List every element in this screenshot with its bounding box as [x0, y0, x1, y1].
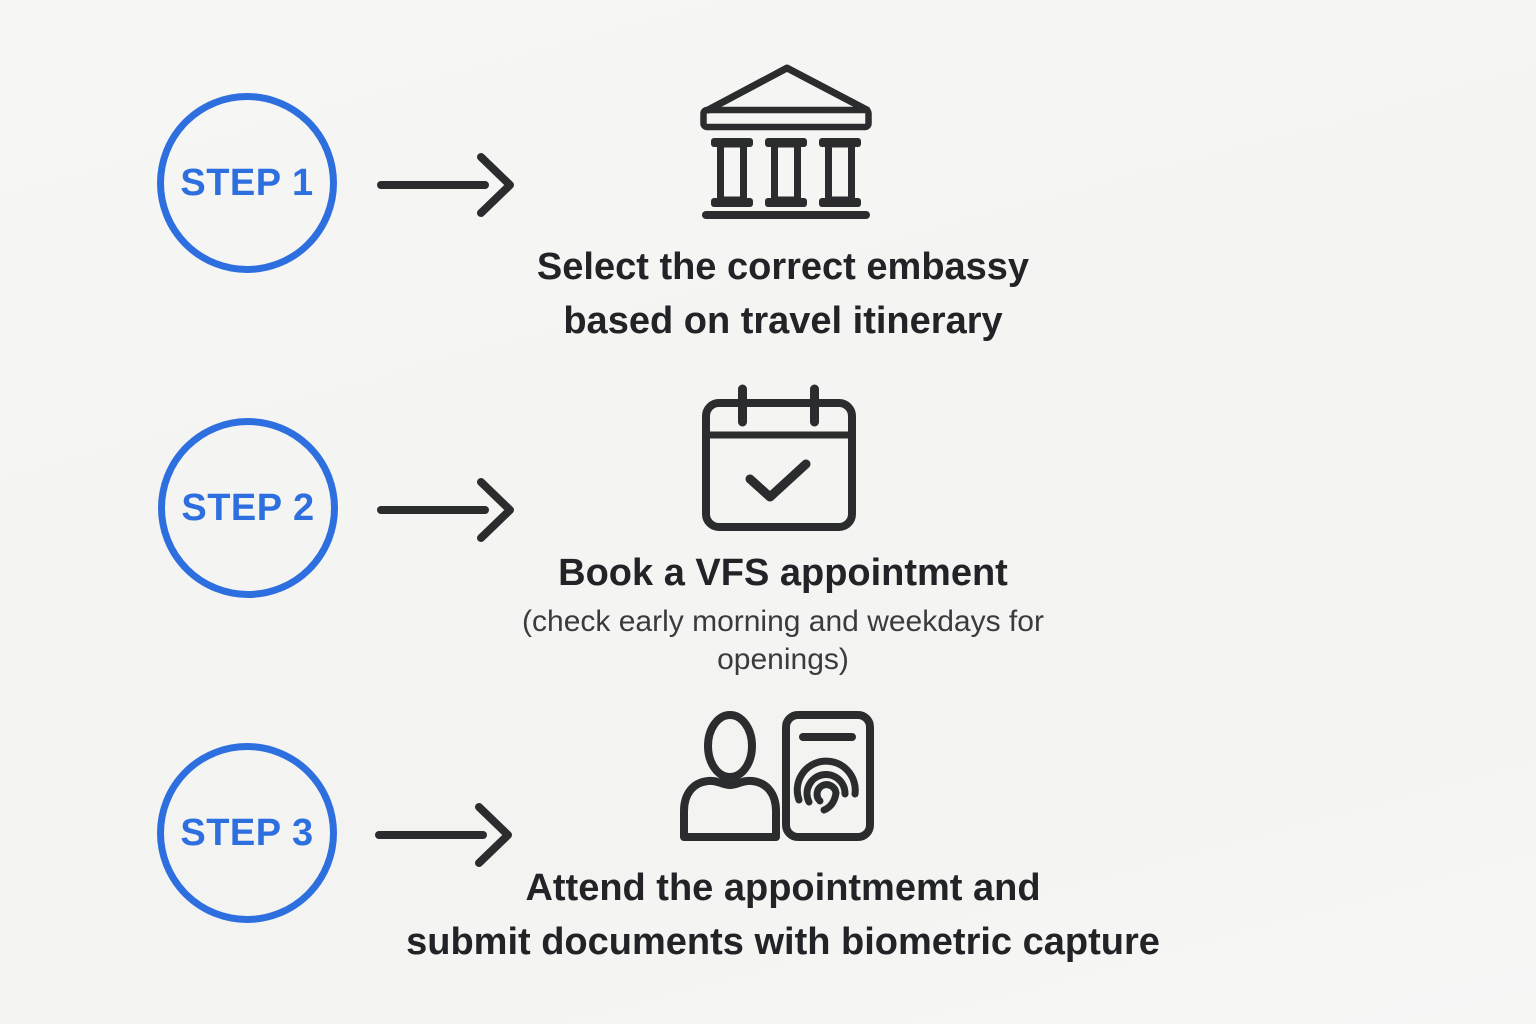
step-2-title-line-1: Book a VFS appointment: [558, 552, 1008, 594]
arrow-right-icon: [375, 803, 512, 867]
person-fingerprint-icon: [680, 711, 874, 841]
step-2-badge-label: STEP 2: [181, 486, 315, 529]
arrow-right-icon: [377, 478, 514, 542]
step-2-badge: STEP 2: [158, 418, 338, 598]
step-1-title-line-1: Select the correct embassy: [536, 246, 1030, 288]
step-1-badge-label: STEP 1: [180, 161, 314, 204]
step-1-title-line-2: based on travel itinerary: [563, 300, 1003, 342]
step-3-badge-label: STEP 3: [180, 811, 314, 854]
step-3-title-line-2: submit documents with biometric capture: [406, 921, 1160, 963]
step-1-badge: STEP 1: [157, 93, 337, 273]
calendar-check-icon: [702, 384, 856, 531]
step-1-caption: Select the correct embassy based on trav…: [327, 240, 1239, 348]
step-3-badge: STEP 3: [157, 743, 337, 923]
step-2-subtitle-line-2: openings): [717, 643, 849, 676]
step-2-caption: Book a VFS appointment: [327, 546, 1239, 600]
step-3-title-line-1: Attend the appointmemt and: [525, 867, 1041, 909]
embassy-building-icon: [700, 64, 872, 219]
step-3-caption: Attend the appointmemt and submit docume…: [327, 861, 1239, 969]
step-2-subtitle-line-1: (check early morning and weekdays for: [522, 605, 1044, 638]
arrow-right-icon: [377, 153, 514, 217]
step-2-subcaption: (check early morning and weekdays for op…: [327, 603, 1239, 679]
